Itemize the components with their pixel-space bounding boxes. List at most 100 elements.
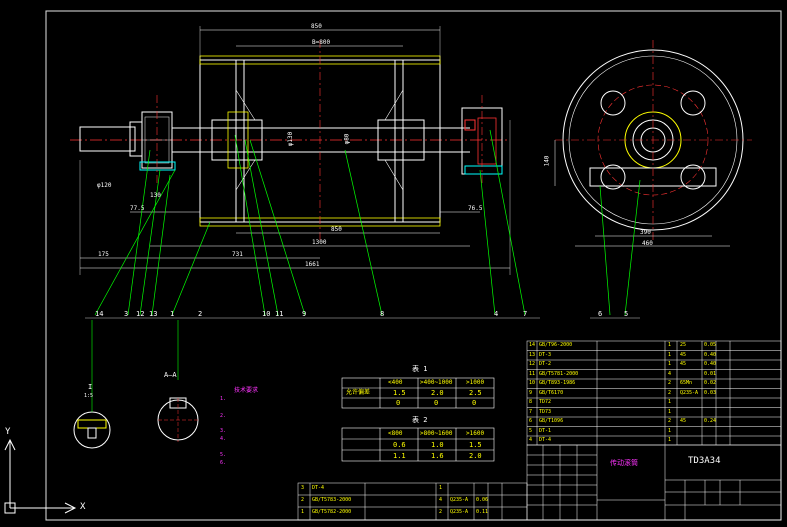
bom-right-cell: 1 bbox=[668, 427, 672, 434]
detail-i-label: I bbox=[88, 383, 93, 391]
bom-right-cell: 1 bbox=[668, 399, 672, 405]
detail-scale: 1:5 bbox=[84, 393, 94, 399]
balloon-2: 2 bbox=[198, 310, 203, 318]
balloon-14: 14 bbox=[95, 310, 104, 318]
bom-right-cell: 0.03 bbox=[704, 389, 717, 396]
balloon-11: 11 bbox=[275, 310, 284, 318]
note-2: 2. bbox=[220, 413, 227, 419]
balloon-10: 10 bbox=[262, 310, 271, 318]
table-1-r1c3: 0 bbox=[472, 399, 477, 407]
table-1-r0c2: 2.0 bbox=[431, 389, 444, 397]
bom-left-cell: 4 bbox=[439, 497, 443, 503]
table-1-title: 表 1 bbox=[412, 365, 428, 373]
bom-left-cell: 2 bbox=[301, 497, 305, 503]
table-1-r1c1: 0 bbox=[396, 399, 401, 407]
table-1-h1: <400 bbox=[388, 379, 403, 386]
bom-right-cell: 1 bbox=[668, 361, 672, 367]
table-2-r0c3: 1.5 bbox=[469, 441, 482, 449]
balloon-12: 12 bbox=[136, 310, 145, 318]
balloon-9: 9 bbox=[302, 310, 307, 318]
bom-right-cell: 11 bbox=[529, 370, 536, 377]
notes-title: 技术要求 bbox=[234, 387, 259, 394]
bom-right-cell: 0.02 bbox=[704, 380, 717, 386]
dim-390: 390 bbox=[640, 229, 651, 236]
table-1-r1c2: 0 bbox=[434, 399, 439, 407]
balloon-6: 6 bbox=[598, 310, 603, 318]
note-4: 4. bbox=[220, 436, 227, 442]
bom-left-cell: Q235-A bbox=[450, 497, 469, 503]
bom-right-cell: 2 bbox=[668, 418, 672, 424]
bom-right-cell: 0.01 bbox=[704, 370, 717, 377]
balloon-1: 1 bbox=[170, 310, 175, 318]
bom-right-cell: GB/T96-2000 bbox=[539, 342, 573, 348]
dim-140: 140 bbox=[543, 155, 551, 167]
table-2-grid bbox=[341, 427, 495, 462]
balloon-5: 5 bbox=[624, 310, 629, 318]
table-2-r0c1: 0.6 bbox=[393, 441, 406, 449]
end-view bbox=[554, 40, 752, 316]
bom-right-cell: 1 bbox=[668, 437, 672, 443]
bom-left-cell: Q235-A bbox=[450, 509, 469, 515]
dim-1661: 1661 bbox=[305, 261, 320, 268]
bom-right-cell: 25 bbox=[680, 342, 687, 348]
table-2-r1c2: 1.6 bbox=[431, 452, 444, 460]
table-1-r0c0: 允许偏差 bbox=[346, 389, 371, 396]
note-6: 6. bbox=[220, 460, 227, 466]
bom-right-cell: 0.40 bbox=[704, 361, 717, 367]
bom-right-cell: 1 bbox=[668, 351, 672, 358]
bom-right-cell: DT-3 bbox=[539, 351, 552, 358]
table-2-h3: >1600 bbox=[466, 430, 485, 437]
dim-phi120: φ120 bbox=[97, 182, 112, 189]
bom-right-cell: 4 bbox=[668, 370, 672, 377]
table-2-r0c2: 1.0 bbox=[431, 441, 444, 449]
title-block-grid bbox=[526, 444, 782, 521]
bom-right-cell: 0.40 bbox=[704, 351, 717, 358]
detail-i-view bbox=[73, 320, 111, 449]
balloon-7: 7 bbox=[523, 310, 528, 318]
bom-left-cell: GB/T5782-2000 bbox=[312, 509, 352, 515]
table-1-r0c3: 2.5 bbox=[469, 389, 482, 397]
bom-right-cell: GB/T1096 bbox=[539, 418, 564, 424]
table-1-grid bbox=[341, 377, 495, 409]
dim-130: 130 bbox=[150, 192, 161, 199]
bom-right-cell: 14 bbox=[529, 342, 536, 348]
part-name: 传动滚筒 bbox=[610, 459, 638, 467]
bom-right-cell: 13 bbox=[529, 351, 536, 358]
bom-left-cell: 1 bbox=[439, 485, 443, 491]
bom-right-cell: TD72 bbox=[539, 399, 552, 405]
section-aa-view bbox=[157, 320, 199, 442]
bom-right-cell: Q235-A bbox=[680, 389, 699, 396]
dim-1300: 1300 bbox=[312, 239, 327, 246]
balloon-8: 8 bbox=[380, 310, 385, 318]
dim-731: 731 bbox=[232, 251, 243, 258]
table-2-title: 表 2 bbox=[412, 416, 428, 424]
bom-right-cell: 45 bbox=[680, 418, 687, 424]
bom-right-cell: 0.05 bbox=[704, 342, 717, 348]
table-2-r1c3: 2.0 bbox=[469, 452, 482, 460]
bom-right-cell: 1 bbox=[668, 342, 672, 348]
note-5: 5. bbox=[220, 452, 227, 458]
ucs-axis-icon bbox=[4, 438, 77, 514]
bom-right-cell: 7 bbox=[529, 408, 533, 415]
bom-right-cell: 45 bbox=[680, 351, 687, 358]
bom-right-cell: DT-1 bbox=[539, 427, 552, 434]
table-1-h2: >400~1000 bbox=[420, 379, 453, 386]
table-2-r1c1: 1.1 bbox=[393, 452, 406, 460]
bom-right-cell: GB/T6170 bbox=[539, 389, 564, 396]
bom-right-cell: DT-4 bbox=[539, 437, 552, 443]
bom-left-cell: 3 bbox=[301, 485, 305, 491]
dim-phi130: φ130 bbox=[287, 131, 295, 147]
bom-right-cell: 9 bbox=[529, 389, 533, 396]
bom-right-cell: 1 bbox=[668, 408, 672, 415]
bom-right-cell: 0.24 bbox=[704, 418, 717, 424]
bom-right-cell: 4 bbox=[529, 437, 533, 443]
bom-right-cell: 65Mn bbox=[680, 380, 693, 386]
dim-850-top: 850 bbox=[311, 23, 322, 30]
bom-left-cell: GB/T5783-2000 bbox=[312, 497, 352, 503]
bom-left-cell: 2 bbox=[439, 509, 443, 515]
bom-right-cell: DT-2 bbox=[539, 361, 552, 367]
dim-phi80: φ80 bbox=[343, 133, 351, 145]
bom-left-cell: 0.11 bbox=[476, 509, 489, 515]
